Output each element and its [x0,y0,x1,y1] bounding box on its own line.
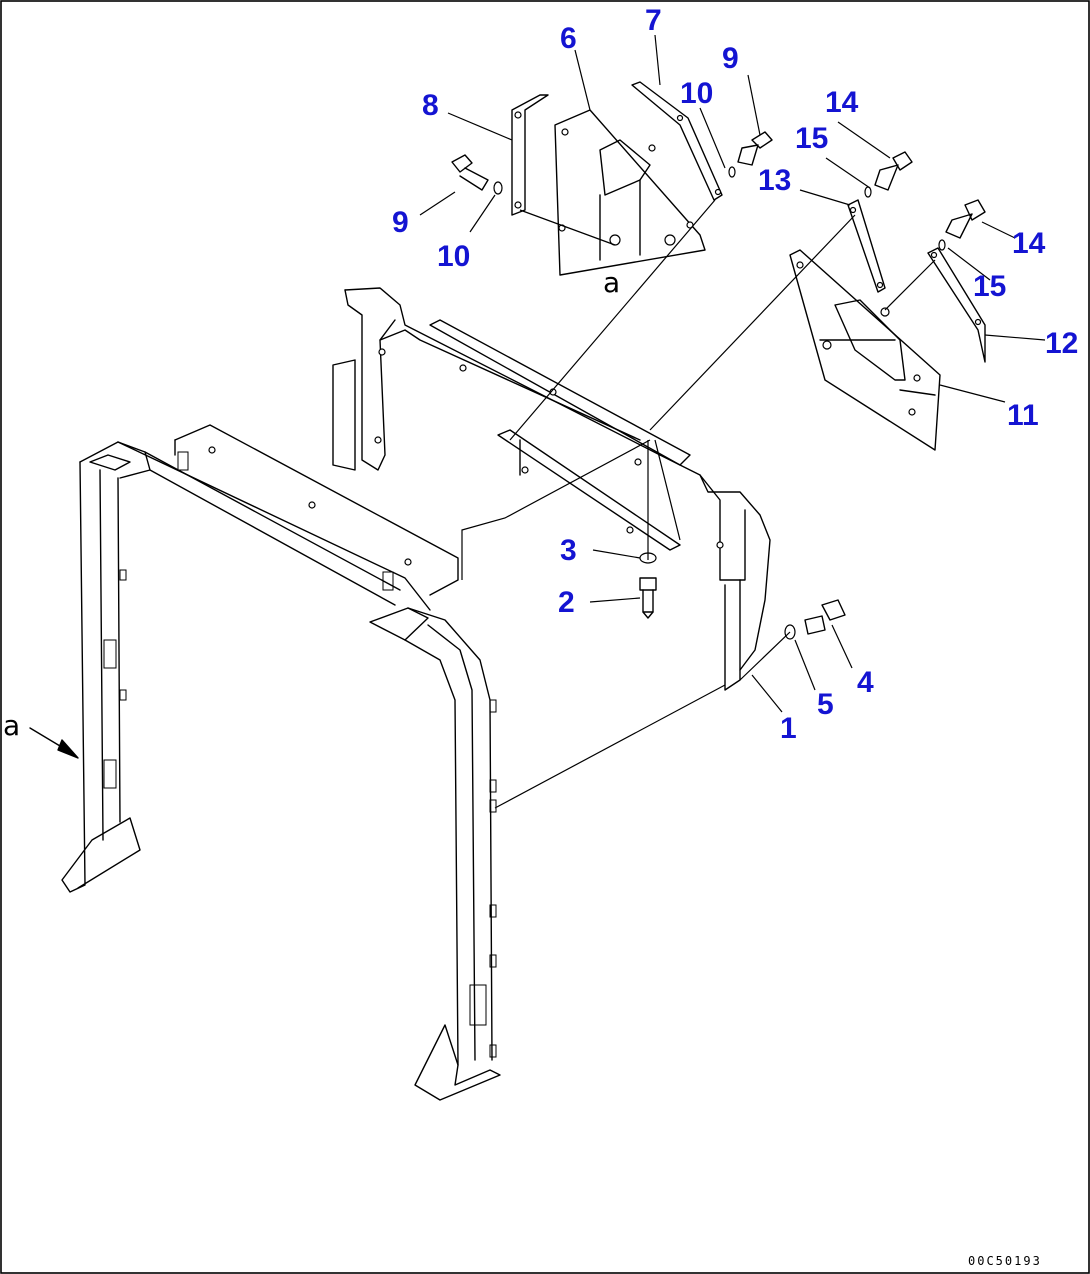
callout-14-lower: 14 [1012,227,1046,260]
callout-2: 2 [558,586,575,619]
callout-3: 3 [560,534,577,567]
view-marker-upper: a [603,266,620,299]
callout-11: 11 [1007,399,1039,432]
callout-1: 1 [780,712,797,745]
callout-10-right: 10 [680,77,713,110]
callout-15-lower: 15 [973,270,1006,303]
callout-9-right: 9 [722,42,739,75]
callout-15-upper: 15 [795,122,828,155]
callout-7: 7 [645,4,662,37]
callout-4: 4 [857,666,874,699]
view-marker-left: a [3,709,20,742]
bolt-9-left [451,154,503,195]
strip-12 [927,247,986,363]
callout-9-left: 9 [392,206,409,239]
view-arrow [29,727,79,759]
bolt-14-upper [864,151,913,198]
plate-11 [789,249,941,451]
callout-labels: 1 2 3 4 5 6 7 8 9 9 10 10 11 12 13 14 14… [392,4,1078,745]
callout-5: 5 [817,688,834,721]
drawing-code: 00C50193 [968,1254,1042,1268]
upper-bracket [332,287,771,691]
callout-8: 8 [422,89,439,122]
main-frame [61,424,501,1101]
bolt-2 [639,552,657,619]
cover-plate-6 [554,109,706,276]
strip-13 [847,199,886,293]
leader-lines [419,34,1046,809]
callout-10-left: 10 [437,240,470,273]
callout-12: 12 [1045,327,1078,360]
callout-6: 6 [560,22,577,55]
bolt-9-right [728,131,773,178]
strip-8 [511,94,549,216]
callout-14-upper: 14 [825,86,859,119]
strip-7 [631,81,723,201]
callout-13: 13 [758,164,791,197]
bolt-14-lower [938,199,986,251]
